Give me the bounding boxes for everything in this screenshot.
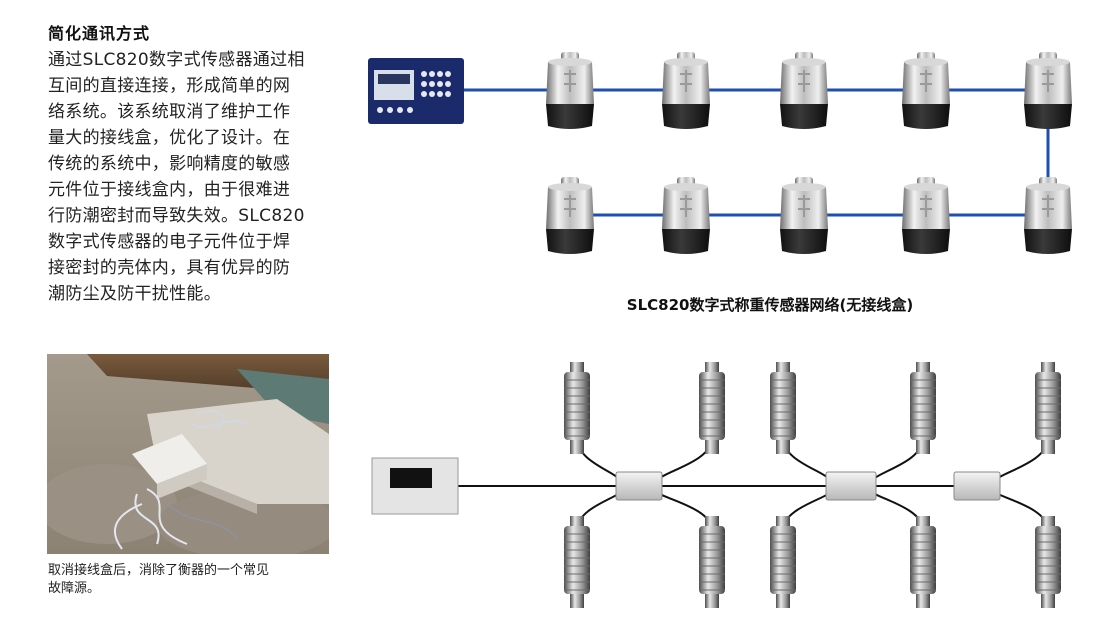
junction-box	[615, 471, 663, 501]
caption-line: 故障源。	[48, 581, 101, 596]
analog-load-cell	[563, 362, 591, 455]
paragraph-line: 数字式传感器的电子元件位于焊	[48, 232, 291, 252]
weighing-terminal	[368, 58, 464, 124]
photo-caption: 取消接线盒后，消除了衡器的一个常见 故障源。	[48, 562, 338, 598]
paragraph-line: 互间的直接连接，形成简单的网	[48, 76, 291, 96]
load-cell	[661, 52, 711, 130]
digital-network-diagram	[360, 40, 1080, 290]
paragraph-line: 元件位于接线盒内，由于很难进	[48, 180, 291, 200]
paragraph-line: 量大的接线盒，优化了设计。在	[48, 128, 291, 148]
load-cell	[545, 52, 595, 130]
load-cell	[1023, 52, 1073, 130]
junction-box-network-diagram	[360, 350, 1080, 612]
paragraph-line: 潮防尘及防干扰性能。	[48, 284, 221, 304]
network-diagram-title: SLC820数字式称重传感器网络(无接线盒)	[626, 296, 914, 314]
junction-box-photo	[47, 354, 329, 554]
analog-load-cell	[909, 516, 937, 609]
load-cell	[1023, 177, 1073, 255]
analog-load-cell	[563, 516, 591, 609]
paragraph-line: 接密封的壳体内，具有优异的防	[48, 258, 291, 278]
load-cell	[901, 177, 951, 255]
paragraph-line: 行防潮密封而导致失效。SLC820	[48, 206, 305, 226]
analog-load-cell	[769, 362, 797, 455]
paragraph-line: 络系统。该系统取消了维护工作	[48, 102, 291, 122]
junction-box	[825, 471, 877, 501]
analog-terminal	[371, 457, 459, 515]
load-cell	[779, 52, 829, 130]
load-cell	[661, 177, 711, 255]
caption-line: 取消接线盒后，消除了衡器的一个常见	[48, 563, 270, 578]
analog-load-cell	[909, 362, 937, 455]
analog-load-cell	[769, 516, 797, 609]
load-cell	[545, 177, 595, 255]
load-cell	[779, 177, 829, 255]
analog-load-cell	[1034, 516, 1062, 609]
paragraph-line: 传统的系统中，影响精度的敏感	[48, 154, 291, 174]
section-heading: 简化通讯方式	[48, 24, 151, 43]
section-paragraph: 通过SLC820数字式传感器通过相 互间的直接连接，形成简单的网 络系统。该系统…	[48, 47, 338, 307]
analog-load-cell	[698, 362, 726, 455]
junction-box	[953, 471, 1001, 501]
analog-load-cell	[698, 516, 726, 609]
load-cell	[901, 52, 951, 130]
analog-load-cell	[1034, 362, 1062, 455]
paragraph-line: 通过SLC820数字式传感器通过相	[48, 50, 305, 70]
